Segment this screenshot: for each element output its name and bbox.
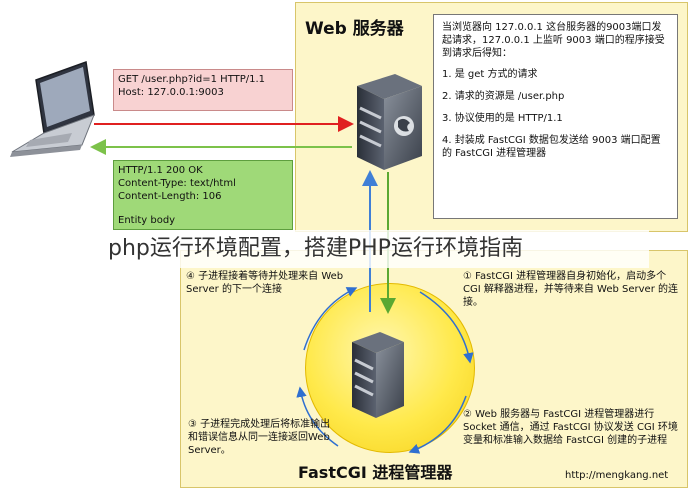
note-intro: 当浏览器向 127.0.0.1 这台服务器的9003端口发起请求，127.0.0… <box>442 22 665 59</box>
fastcgi-server-icon <box>352 332 404 418</box>
caption-overlay: php运行环境配置，搭建PHP运行环境指南 <box>104 230 649 268</box>
response-body: Entity body <box>118 215 176 226</box>
step-3-text: ③ 子进程完成处理后将标准输出和错误信息从同一连接返回Web Server。 <box>188 419 331 456</box>
fastcgi-title: FastCGI 进程管理器 <box>298 463 453 482</box>
note-item: 2. 请求的资源是 /user.php <box>442 91 565 102</box>
request-host: Host: 127.0.0.1:9003 <box>118 87 224 98</box>
note-item: 3. 协议使用的是 HTTP/1.1 <box>442 113 563 124</box>
cycle-arrows <box>296 287 474 454</box>
note-item: 1. 是 get 方式的请求 <box>442 69 538 80</box>
credit-url: http://mengkang.net <box>565 470 669 481</box>
web-server-note: 当浏览器向 127.0.0.1 这台服务器的9003端口发起请求，127.0.0… <box>433 14 678 219</box>
step-1-text: ① FastCGI 进程管理器自身初始化，启动多个 CGI 解释器进程，并等待来… <box>463 271 678 308</box>
response-content-length: Content-Length: 106 <box>118 191 222 202</box>
web-server-title: Web 服务器 <box>305 19 404 39</box>
note-item: 4. 封装成 FastCGI 数据包发送给 9003 端口配置的 FastCGI… <box>442 135 661 159</box>
web-server-icon <box>357 74 422 170</box>
response-content-type: Content-Type: text/html <box>118 178 236 189</box>
http-response-box: HTTP/1.1 200 OK Content-Type: text/html … <box>113 160 293 230</box>
laptop-icon <box>10 60 95 157</box>
request-line: GET /user.php?id=1 HTTP/1.1 <box>118 74 266 85</box>
step-2-text: ② Web 服务器与 FastCGI 进程管理器进行 Socket 通信，通过 … <box>463 409 678 446</box>
step-4-text: ④ 子进程接着等待并处理来自 Web Server 的下一个连接 <box>186 271 344 295</box>
response-status: HTTP/1.1 200 OK <box>118 165 203 176</box>
http-request-box: GET /user.php?id=1 HTTP/1.1 Host: 127.0.… <box>113 69 293 111</box>
